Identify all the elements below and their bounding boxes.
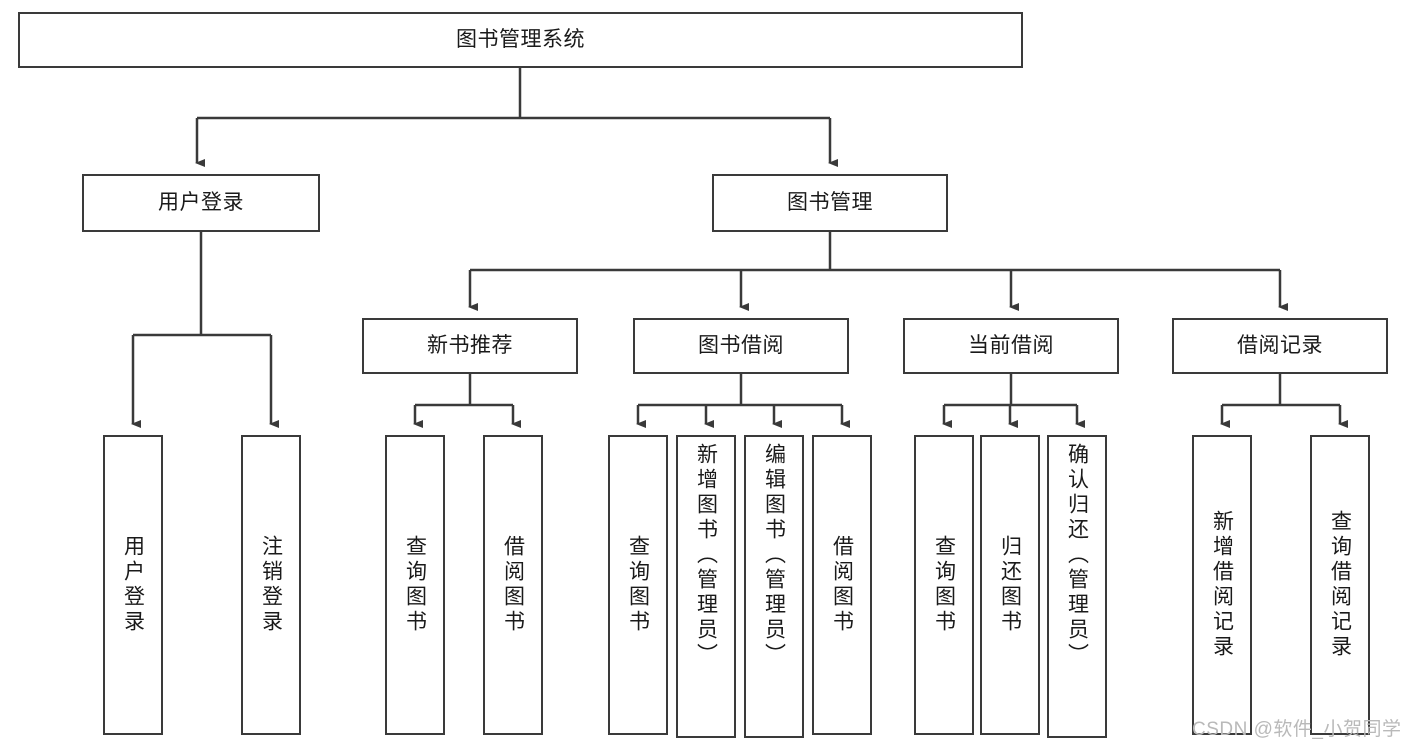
node-leaf-query-book-1[interactable]: 查询图书 [385,435,445,735]
node-book-manage[interactable]: 图书管理 [712,174,948,232]
node-borrow-record[interactable]: 借阅记录 [1172,318,1388,374]
node-leaf-query-book-3[interactable]: 查询图书 [914,435,974,735]
node-leaf-confirm-return[interactable]: 确认归还（管理员） [1047,435,1107,738]
node-leaf-query-book-2[interactable]: 查询图书 [608,435,668,735]
node-label: 新增借阅记录 [1210,510,1234,660]
node-label: 借阅图书 [830,535,854,635]
node-label: 借阅图书 [501,535,525,635]
node-leaf-edit-book[interactable]: 编辑图书（管理员） [744,435,804,738]
node-leaf-user-login[interactable]: 用户登录 [103,435,163,735]
node-new-book-rec[interactable]: 新书推荐 [362,318,578,374]
node-leaf-add-record[interactable]: 新增借阅记录 [1192,435,1252,735]
node-label: 图书借阅 [698,334,784,358]
node-leaf-logout[interactable]: 注销登录 [241,435,301,735]
node-label: 用户登录 [158,191,244,215]
node-leaf-query-record[interactable]: 查询借阅记录 [1310,435,1370,735]
node-label: 查询图书 [626,535,650,635]
node-label: 查询借阅记录 [1328,510,1352,660]
node-label: 图书管理 [787,191,873,215]
node-label: 图书管理系统 [456,28,585,52]
node-label: 新增图书（管理员） [694,443,718,668]
node-leaf-borrow-book-1[interactable]: 借阅图书 [483,435,543,735]
node-label: 归还图书 [998,535,1022,635]
node-label: 用户登录 [121,535,145,635]
node-label: 借阅记录 [1237,334,1323,358]
node-user-login[interactable]: 用户登录 [82,174,320,232]
node-label: 查询图书 [403,535,427,635]
node-label: 注销登录 [259,535,283,635]
watermark-text: CSDN @软件_小贺同学 [1192,719,1402,740]
node-leaf-return-book[interactable]: 归还图书 [980,435,1040,735]
node-label: 当前借阅 [968,334,1054,358]
node-label: 新书推荐 [427,334,513,358]
node-leaf-add-book[interactable]: 新增图书（管理员） [676,435,736,738]
node-root[interactable]: 图书管理系统 [18,12,1023,68]
node-label: 查询图书 [932,535,956,635]
node-book-borrow[interactable]: 图书借阅 [633,318,849,374]
node-current-borrow[interactable]: 当前借阅 [903,318,1119,374]
node-label: 编辑图书（管理员） [762,443,786,668]
node-leaf-borrow-book-2[interactable]: 借阅图书 [812,435,872,735]
node-label: 确认归还（管理员） [1065,443,1089,668]
